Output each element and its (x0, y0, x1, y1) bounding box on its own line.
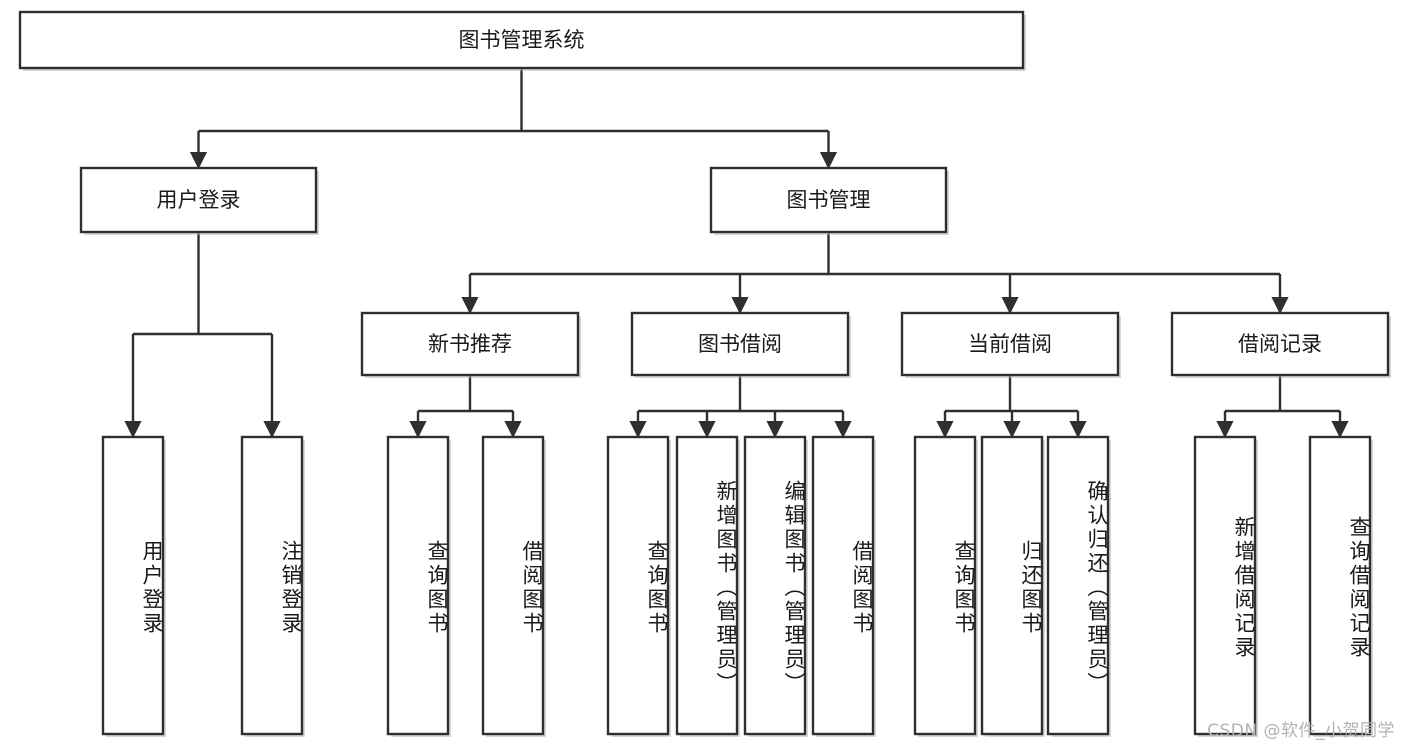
node-leaf-add-record[interactable] (1193, 435, 1257, 736)
node-leaf-edit-book[interactable] (743, 435, 807, 736)
node-root[interactable] (18, 10, 1025, 70)
node-label-current-borrow: 当前借阅 (968, 332, 1052, 356)
node-book-borrow[interactable] (630, 311, 850, 377)
node-borrow-record[interactable] (1170, 311, 1390, 377)
node-leaf-query-book-2[interactable] (606, 435, 670, 736)
node-label-user-login: 用户登录 (157, 188, 241, 212)
node-label-book-borrow: 图书借阅 (698, 332, 782, 356)
watermark: CSDN @软件_小贺同学 (1207, 721, 1395, 741)
node-leaf-logout[interactable] (240, 435, 304, 736)
node-user-login[interactable] (79, 166, 318, 234)
node-new-book-recommend[interactable] (360, 311, 580, 377)
node-label-borrow-record: 借阅记录 (1238, 332, 1322, 356)
node-book-manage[interactable] (709, 166, 948, 234)
node-leaf-query-book-3[interactable] (913, 435, 977, 736)
node-leaf-borrow-book-2[interactable] (811, 435, 875, 736)
node-leaf-user-login[interactable] (101, 435, 165, 736)
node-label-root: 图书管理系统 (459, 28, 585, 52)
node-leaf-borrow-book-1[interactable] (481, 435, 545, 736)
node-leaf-return-book[interactable] (980, 435, 1044, 736)
node-current-borrow[interactable] (900, 311, 1120, 377)
node-leaf-query-record[interactable] (1308, 435, 1372, 736)
node-layer (18, 10, 1391, 737)
node-leaf-confirm-return[interactable] (1046, 435, 1110, 736)
node-leaf-query-book-1[interactable] (386, 435, 450, 736)
node-leaf-add-book[interactable] (675, 435, 739, 736)
node-label-new-book-recommend: 新书推荐 (428, 332, 512, 356)
node-label-book-manage: 图书管理 (787, 188, 871, 212)
edge-layer (124, 68, 1349, 439)
